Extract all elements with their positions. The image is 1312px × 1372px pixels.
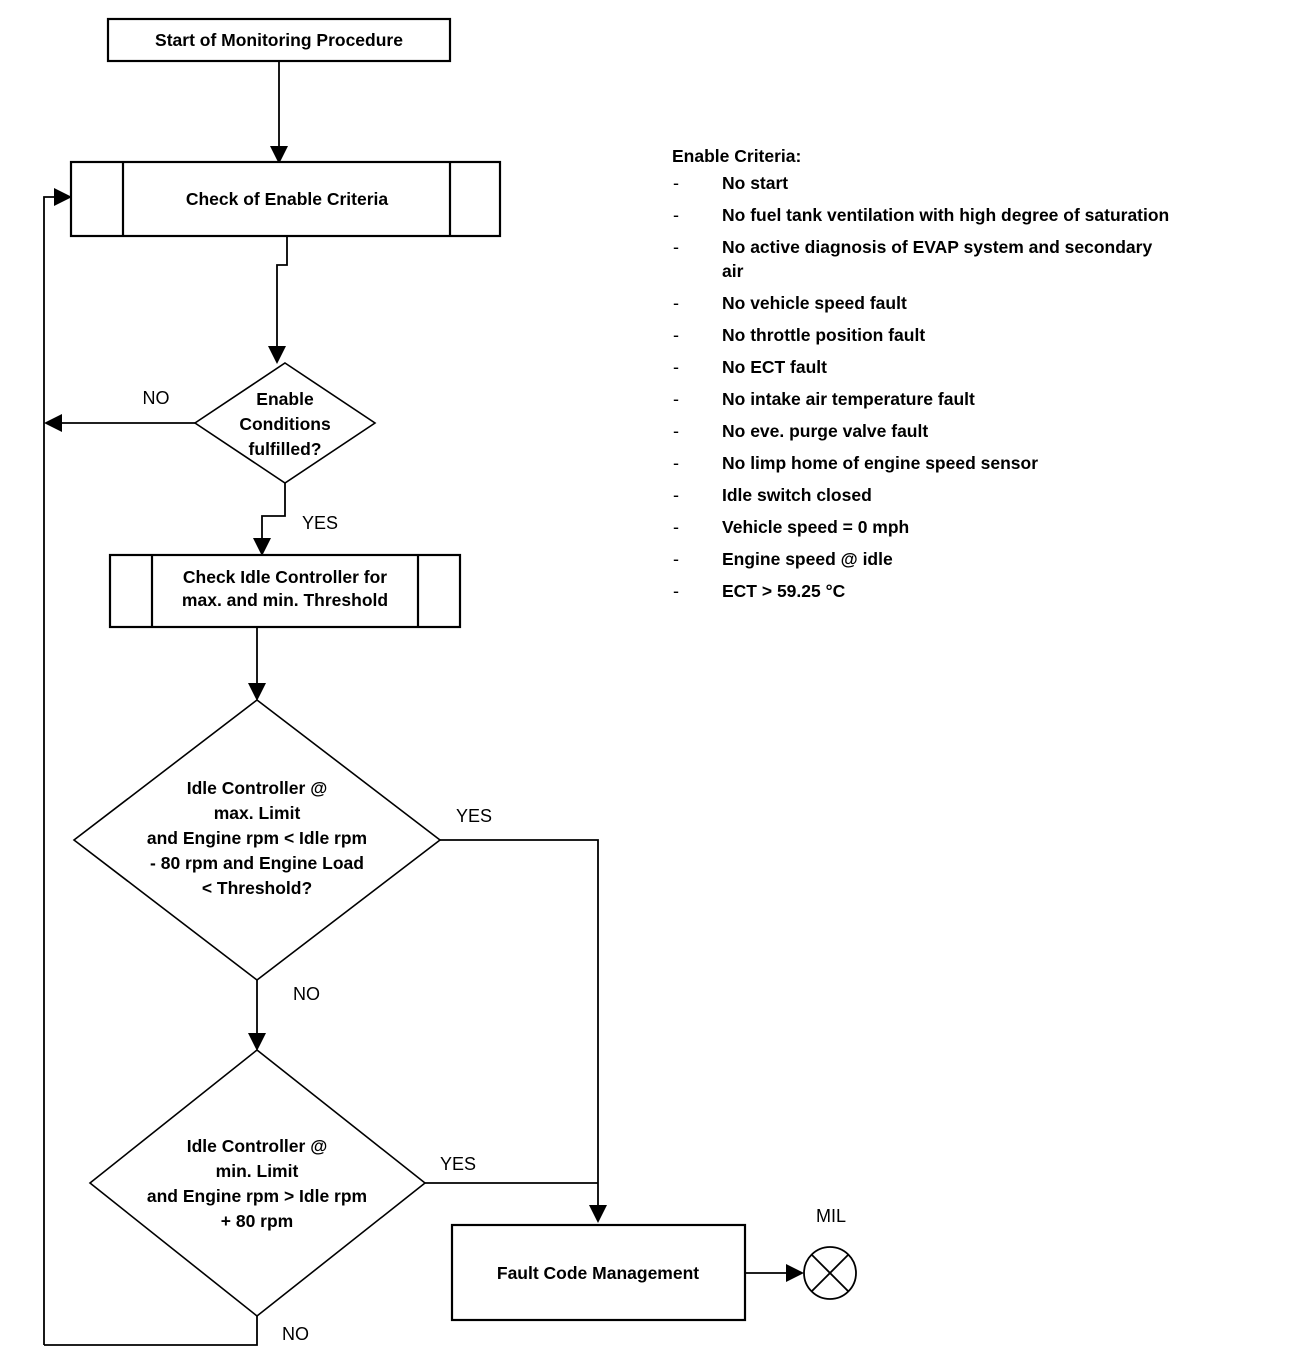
node-check-idle-line2: max. and min. Threshold	[182, 590, 388, 610]
edge-label-max-yes: YES	[456, 806, 492, 826]
node-max-decision-line4: - 80 rpm and Engine Load	[150, 853, 364, 873]
criteria-item: No eve. purge valve fault	[722, 421, 928, 441]
criteria-item: No fuel tank ventilation with high degre…	[722, 205, 1169, 225]
criteria-item: No ECT fault	[722, 357, 827, 377]
edge-label-min-no: NO	[282, 1324, 309, 1344]
edge-label-enable-no: NO	[143, 388, 170, 408]
edge-min-decision-no	[44, 1316, 258, 1346]
node-mil-label: MIL	[816, 1206, 846, 1226]
criteria-item: Idle switch closed	[722, 485, 872, 505]
node-idle-controller-min-limit-decision[interactable]	[88, 1048, 427, 1318]
criteria-bullet: -	[673, 293, 679, 313]
edge-check-enable-to-decision	[276, 236, 288, 350]
criteria-bullet: -	[673, 237, 679, 257]
node-check-enable-label: Check of Enable Criteria	[186, 189, 389, 209]
edge-label-enable-yes: YES	[302, 513, 338, 533]
criteria-item-continuation: air	[722, 261, 744, 281]
criteria-item: Engine speed @ idle	[722, 549, 893, 569]
criteria-bullet: -	[673, 325, 679, 345]
node-check-idle-controller[interactable]	[108, 553, 462, 629]
criteria-bullet: -	[673, 549, 679, 569]
node-check-of-enable-criteria[interactable]	[69, 160, 502, 238]
edge-enable-decision-yes	[261, 483, 286, 541]
node-start-of-monitoring-procedure[interactable]	[106, 17, 452, 63]
node-check-idle-line1: Check Idle Controller for	[183, 567, 387, 587]
criteria-bullet: -	[673, 389, 679, 409]
criteria-bullet: -	[673, 485, 679, 505]
edge-label-max-no: NO	[293, 984, 320, 1004]
node-max-decision-line2: max. Limit	[214, 803, 301, 823]
node-enable-decision-line1: Enable	[256, 389, 314, 409]
edge-label-min-yes: YES	[440, 1154, 476, 1174]
criteria-item: No limp home of engine speed sensor	[722, 453, 1038, 473]
node-fault-code-management[interactable]	[450, 1223, 747, 1322]
criteria-bullet: -	[673, 517, 679, 537]
arrowhead-feedback-into-check-enable	[54, 188, 72, 206]
arrowhead-enable-decision-yes	[253, 538, 271, 556]
arrowhead-start-to-check-enable	[270, 146, 288, 164]
criteria-bullet: -	[673, 173, 679, 193]
criteria-bullet: -	[673, 453, 679, 473]
criteria-item: No active diagnosis of EVAP system and s…	[722, 237, 1152, 257]
criteria-bullet: -	[673, 581, 679, 601]
criteria-bullet: -	[673, 205, 679, 225]
criteria-item: No intake air temperature fault	[722, 389, 975, 409]
enable-criteria-heading: Enable Criteria:	[672, 146, 801, 166]
criteria-item: No throttle position fault	[722, 325, 925, 345]
arrowhead-check-enable-to-decision	[268, 346, 286, 364]
node-max-decision-line3: and Engine rpm < Idle rpm	[147, 828, 367, 848]
criteria-bullet: -	[673, 357, 679, 377]
criteria-item: Vehicle speed = 0 mph	[722, 517, 909, 537]
node-min-decision-line4: + 80 rpm	[221, 1211, 293, 1231]
arrowhead-check-idle-to-max-decision	[248, 683, 266, 701]
node-fault-code-label: Fault Code Management	[497, 1263, 699, 1283]
arrowhead-enable-decision-no	[44, 414, 62, 432]
arrowhead-max-decision-no	[248, 1033, 266, 1051]
edge-feedback-loop-bus	[43, 196, 58, 1345]
edge-max-decision-yes	[440, 839, 599, 1209]
arrowhead-fault-code-to-mil	[786, 1264, 804, 1282]
criteria-bullet: -	[673, 421, 679, 441]
node-max-decision-line1: Idle Controller @	[187, 778, 328, 798]
criteria-item: No start	[722, 173, 788, 193]
node-max-decision-line5: < Threshold?	[202, 878, 312, 898]
arrowhead-into-fault-code-management	[589, 1205, 607, 1223]
criteria-item: No vehicle speed fault	[722, 293, 907, 313]
criteria-item: ECT > 59.25 °C	[722, 581, 846, 601]
node-start-label: Start of Monitoring Procedure	[155, 30, 403, 50]
enable-criteria-panel: Enable Criteria: - No start - No fuel ta…	[672, 146, 1169, 601]
node-min-decision-line2: min. Limit	[216, 1161, 299, 1181]
node-min-decision-line1: Idle Controller @	[187, 1136, 328, 1156]
node-min-decision-line3: and Engine rpm > Idle rpm	[147, 1186, 367, 1206]
node-enable-decision-line3: fulfilled?	[249, 439, 322, 459]
mil-lamp-icon-stroke-b	[811, 1254, 849, 1292]
node-enable-decision-line2: Conditions	[239, 414, 331, 434]
